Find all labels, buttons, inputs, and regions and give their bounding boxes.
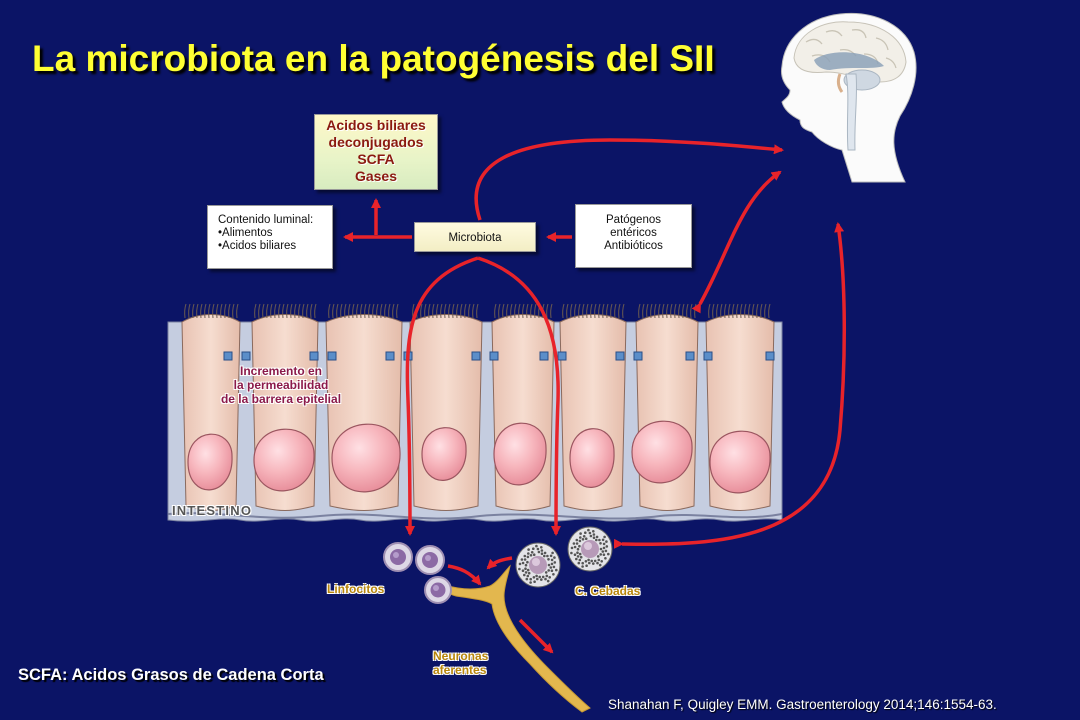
- citation: Shanahan F, Quigley EMM. Gastroenterolog…: [608, 697, 997, 712]
- pathogens-line-2: entéricos: [610, 227, 657, 239]
- permeability-line-3: de la barrera epitelial: [220, 392, 342, 406]
- arrow-brain-mast: [613, 222, 847, 549]
- epithelial-cell: [409, 314, 483, 511]
- neurons-line-1: Neuronas: [433, 649, 489, 663]
- acids-line-1: Acidos biliares: [326, 117, 426, 133]
- luminal-item-bile: •Acidos biliares: [218, 240, 297, 252]
- intestine-label: INTESTINO: [172, 503, 253, 518]
- arrow-lymphocytes-to-neuron: [447, 564, 482, 586]
- permeability-line-2: la permeabilidad: [233, 378, 329, 392]
- cell-nucleus: [709, 430, 771, 494]
- mast-cell-icon: [515, 526, 613, 588]
- arrows: [343, 138, 847, 654]
- acids-box: Acidos biliares deconjugados SCFA Gases: [314, 114, 438, 190]
- arrow-mast-to-neuron: [486, 556, 513, 570]
- pathogens-box: Patógenos entéricos Antibióticos: [575, 204, 692, 268]
- pathogens-line-3: Antibióticos: [604, 240, 663, 252]
- scfa-footnote: SCFA: Acidos Grasos de Cadena Corta: [18, 666, 324, 684]
- cell-nucleus: [253, 428, 315, 492]
- neurons-line-2: aferentes: [433, 663, 487, 677]
- permeability-line-1: Incremento en: [239, 364, 323, 378]
- lymphocytes-label: Linfocitos: [327, 582, 385, 596]
- cell-nucleus: [187, 433, 233, 491]
- acids-line-3: SCFA: [357, 151, 395, 167]
- permeability-label: Incremento en la permeabilidad de la bar…: [196, 364, 366, 406]
- cell-nucleus: [493, 422, 547, 486]
- arrow-microbiota-to-mast: [477, 256, 562, 536]
- mast-cells-label: C. Cebadas: [575, 584, 641, 598]
- cell-nucleus: [631, 420, 693, 484]
- luminal-heading: Contenido luminal:: [218, 214, 314, 226]
- lymphocyte-icon: [383, 542, 452, 604]
- microbiota-box: Microbiota: [414, 222, 536, 252]
- luminal-content-box: Contenido luminal: •Alimentos •Acidos bi…: [207, 205, 333, 269]
- arrow-microbiota-to-brain: [474, 138, 784, 221]
- cell-nucleus: [569, 428, 615, 488]
- arrow-neuron-signal: [518, 618, 554, 654]
- acids-line-4: Gases: [354, 168, 398, 184]
- pathogens-line-1: Patógenos: [606, 214, 661, 226]
- luminal-item-food: •Alimentos: [218, 227, 273, 239]
- cell-nucleus: [421, 427, 467, 481]
- epithelium-icon: [167, 303, 783, 522]
- neuron-icon: [443, 564, 591, 713]
- arrow-microbiota-to-lymphocytes: [404, 256, 479, 536]
- brain-head-icon: [781, 12, 917, 183]
- neurons-label: Neuronas aferentes: [433, 649, 488, 677]
- acids-line-2: deconjugados: [328, 134, 424, 150]
- cell-nucleus: [331, 423, 401, 493]
- arrow-brain-epithelium: [691, 170, 782, 314]
- page-title: La microbiota en la patogénesis del SII: [32, 38, 715, 79]
